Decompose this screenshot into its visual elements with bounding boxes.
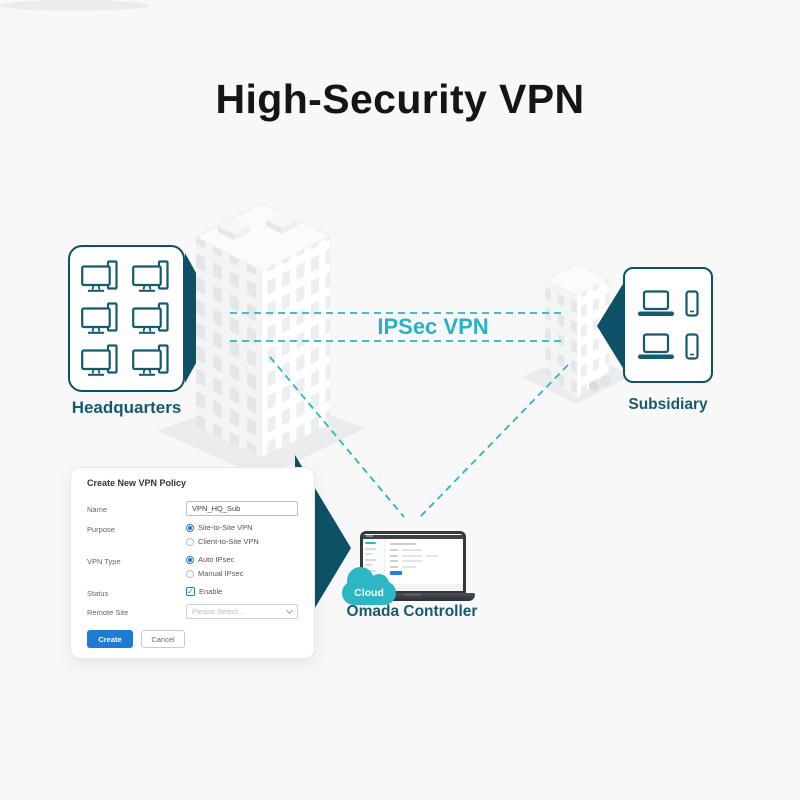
select-placeholder: Please Select... <box>192 607 245 616</box>
smartphone-icon <box>685 333 699 360</box>
radio-site-to-site[interactable]: Site-to-Site VPN <box>186 523 253 532</box>
controller-ui-header <box>363 535 463 539</box>
desktop-computer-icon <box>131 260 169 292</box>
radio-unselected-icon[interactable] <box>186 569 194 578</box>
controller-laptop-base <box>351 593 475 601</box>
subsidiary-panel <box>623 267 713 383</box>
desktop-computer-icon <box>131 302 169 334</box>
subsidiary-label: Subsidiary <box>628 396 708 413</box>
vpn-type-field-label: VPN Type <box>87 557 121 566</box>
radio-unselected-icon[interactable] <box>186 537 194 546</box>
headquarters-label: Headquarters <box>71 398 182 417</box>
enable-checkbox-option[interactable]: ✓ Enable <box>186 587 222 596</box>
radio-client-to-site[interactable]: Client-to-Site VPN <box>186 537 259 546</box>
name-field-label: Name <box>87 505 108 514</box>
checkbox-label: Enable <box>199 587 223 596</box>
cancel-button[interactable]: Cancel <box>141 630 185 648</box>
purpose-field-label: Purpose <box>87 525 115 534</box>
create-vpn-policy-dialog: Create New VPN Policy Name Purpose Site-… <box>70 467 315 659</box>
create-button[interactable]: Create <box>87 630 133 648</box>
controller-ui-main <box>385 539 463 591</box>
radio-label: Manual IPsec <box>198 569 244 578</box>
subsidiary-device-row <box>637 290 699 317</box>
remote-site-field-label: Remote Site <box>87 608 129 617</box>
headquarters-building <box>194 202 332 458</box>
headquarters-panel <box>68 245 185 392</box>
desktop-computer-icon <box>81 260 118 292</box>
rooftop-structures <box>218 212 298 240</box>
ipsec-vpn-label: IPSec VPN <box>377 314 489 339</box>
radio-label: Site-to-Site VPN <box>198 523 253 532</box>
shrub-icon <box>589 381 599 391</box>
remote-site-select[interactable]: Please Select... <box>186 604 298 619</box>
checkbox-checked-icon[interactable]: ✓ <box>186 587 195 596</box>
radio-selected-icon[interactable] <box>186 555 194 564</box>
desktop-computer-icon <box>81 302 118 334</box>
radio-auto-ipsec[interactable]: Auto IPsec <box>186 555 234 564</box>
cloud-icon: Cloud <box>342 566 396 608</box>
desktop-computer-icon <box>81 344 118 376</box>
smartphone-icon <box>685 290 699 317</box>
page-title: High-Security VPN <box>215 76 585 122</box>
omada-controller-label: Omada Controller <box>346 603 478 620</box>
laptop-icon <box>638 290 674 316</box>
chevron-down-icon <box>285 606 294 615</box>
shrub-icon <box>599 375 611 387</box>
radio-label: Client-to-Site VPN <box>198 537 259 546</box>
name-input[interactable] <box>186 501 298 516</box>
dialog-title: Create New VPN Policy <box>87 478 187 488</box>
radio-label: Auto IPsec <box>198 555 235 564</box>
laptop-icon <box>638 333 674 360</box>
laptop-ground-shadow <box>0 0 150 11</box>
cloud-badge-label: Cloud <box>354 587 384 599</box>
subsidiary-device-row <box>637 333 699 360</box>
status-field-label: Status <box>87 589 109 598</box>
controller-laptop-screen <box>360 531 466 594</box>
radio-selected-icon[interactable] <box>186 523 194 532</box>
controller-ui-button <box>390 571 402 575</box>
radio-manual-ipsec[interactable]: Manual IPsec <box>186 569 243 578</box>
desktop-computer-icon <box>131 344 169 376</box>
